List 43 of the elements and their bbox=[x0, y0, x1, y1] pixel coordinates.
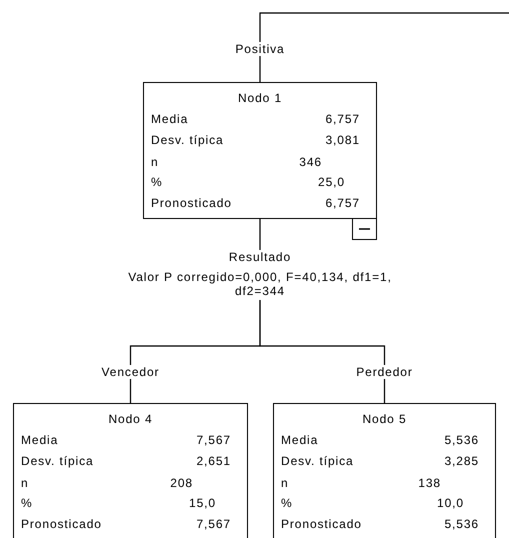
tree-node-box bbox=[13, 403, 248, 538]
statistic-label: Media bbox=[151, 112, 188, 126]
edge-label: Vencedor bbox=[100, 365, 162, 379]
connector-line bbox=[259, 300, 386, 403]
node-title: Nodo 5 bbox=[361, 412, 408, 426]
statistic-label: Desv. típica bbox=[151, 133, 224, 147]
statistic-value: 10,0 bbox=[437, 496, 464, 510]
statistic-label: n bbox=[281, 476, 289, 490]
node-title: Nodo 4 bbox=[107, 412, 154, 426]
tree-node-box bbox=[273, 403, 496, 538]
statistic-label: Media bbox=[21, 433, 58, 447]
statistic-value: 5,536 bbox=[444, 433, 479, 447]
statistic-value: 208 bbox=[170, 476, 193, 490]
statistic-value: 25,0 bbox=[318, 175, 345, 189]
statistic-value: 6,757 bbox=[325, 196, 360, 210]
statistic-value: 3,081 bbox=[325, 133, 360, 147]
connector-line bbox=[259, 219, 261, 250]
edge-label: Perdedor bbox=[354, 365, 415, 379]
statistic-value: 6,757 bbox=[325, 112, 360, 126]
edge-label: Positiva bbox=[233, 42, 287, 56]
statistic-label: n bbox=[21, 476, 29, 490]
statistic-label: % bbox=[21, 496, 33, 510]
statistic-label: n bbox=[151, 155, 159, 169]
statistic-value: 3,285 bbox=[444, 454, 479, 468]
node-title: Nodo 1 bbox=[236, 91, 284, 105]
statistic-label: Desv. típica bbox=[281, 454, 354, 468]
statistic-label: Pronosticado bbox=[281, 517, 362, 531]
split-variable: Resultado bbox=[228, 250, 292, 264]
statistic-value: 2,651 bbox=[196, 454, 231, 468]
statistic-label: % bbox=[151, 175, 163, 189]
statistic-label: Media bbox=[281, 433, 318, 447]
statistic-value: 7,567 bbox=[196, 517, 231, 531]
statistic-value: 138 bbox=[418, 476, 441, 490]
statistic-label: Desv. típica bbox=[21, 454, 94, 468]
connector-line bbox=[259, 12, 509, 82]
statistic-label: Pronosticado bbox=[21, 517, 102, 531]
statistic-label: % bbox=[281, 496, 293, 510]
statistic-label: Pronosticado bbox=[151, 196, 232, 210]
statistic-value: 346 bbox=[299, 155, 322, 169]
statistic-value: 7,567 bbox=[196, 433, 231, 447]
statistic-value: 15,0 bbox=[189, 496, 216, 510]
tree-node-box bbox=[143, 82, 377, 219]
statistic-value: 5,536 bbox=[444, 517, 479, 531]
